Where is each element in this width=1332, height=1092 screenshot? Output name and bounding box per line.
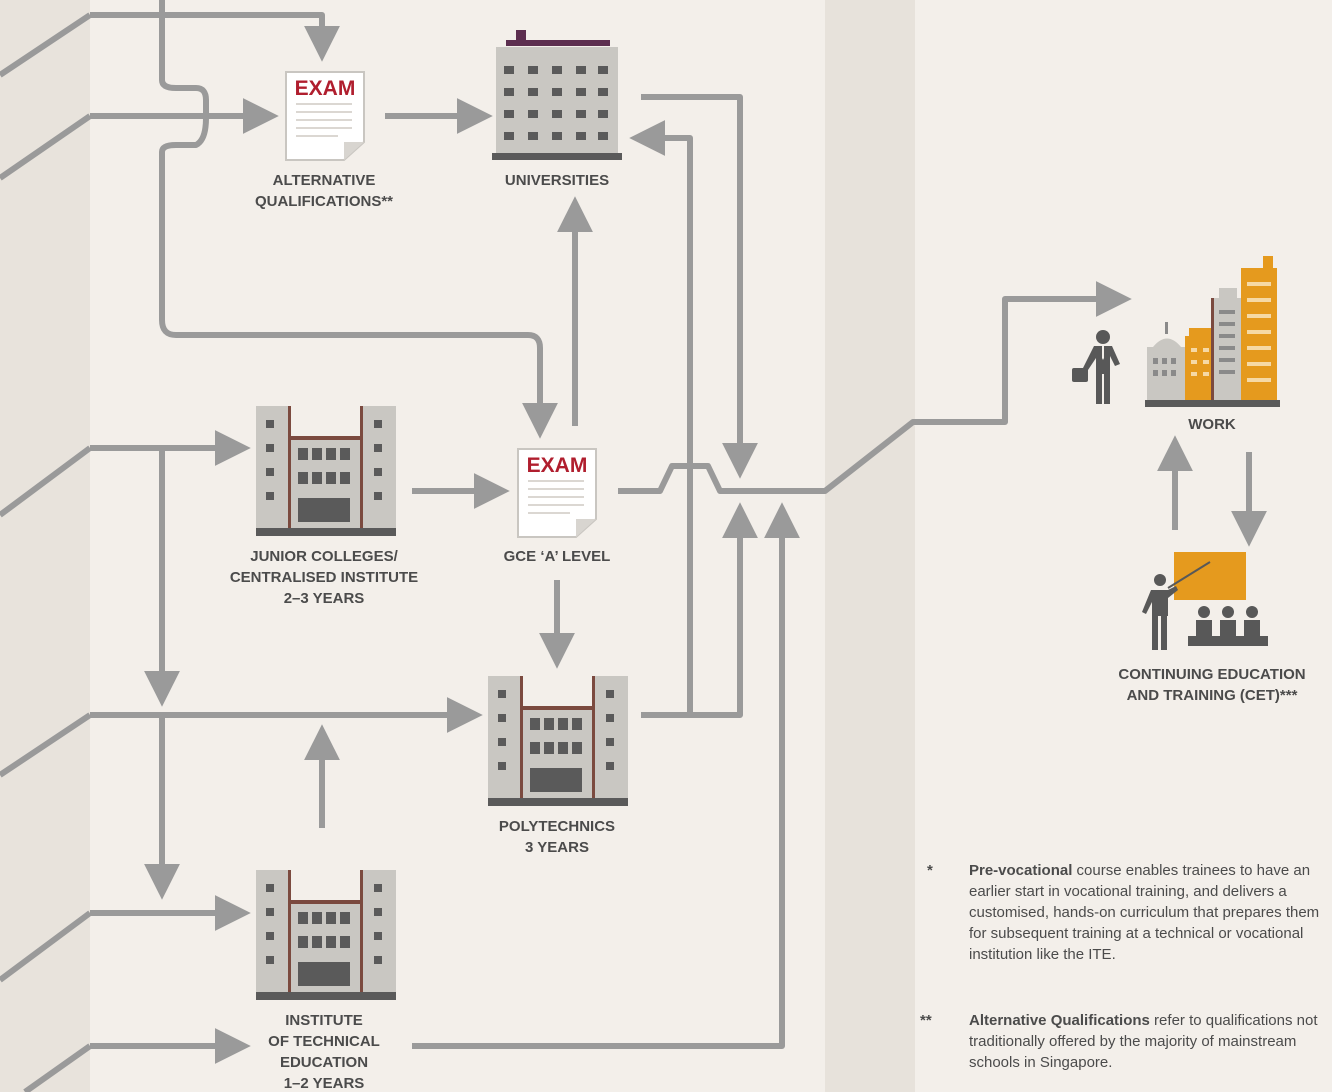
arrow-to-gce-a-level	[159, 0, 558, 439]
exam-document-icon: EXAM	[285, 71, 365, 161]
ite-label: INSTITUTE OF TECHNICAL EDUCATION 1–2 YEA…	[224, 1010, 424, 1092]
label-line: INSTITUTE	[285, 1012, 363, 1029]
incoming-line-3	[0, 445, 92, 518]
footnote-alternative-qualifications: ** Alternative Qualifications refer to q…	[915, 1010, 1325, 1073]
polytechnics-label: POLYTECHNICS 3 YEARS	[457, 816, 657, 858]
incoming-line-2	[0, 113, 92, 181]
label-line: OF TECHNICAL	[268, 1033, 380, 1050]
arrow-to-alt-qual-top	[90, 12, 340, 62]
footnote-term: Pre-vocational	[969, 862, 1073, 879]
label-line: 3 YEARS	[525, 839, 589, 856]
label-line: 2–3 YEARS	[283, 590, 365, 607]
junior-college-building-icon	[256, 406, 396, 536]
junior-colleges-label: JUNIOR COLLEGES/ CENTRALISED INSTITUTE 2…	[194, 546, 454, 609]
polytechnic-building-icon	[488, 676, 628, 806]
footnote-term: Alternative Qualifications	[969, 1012, 1150, 1029]
arrow-ite-to-work	[412, 502, 800, 1049]
alternative-qualifications-label: ALTERNATIVE QUALIFICATIONS**	[214, 170, 434, 212]
incoming-line-1	[0, 12, 92, 78]
label-line: POLYTECHNICS	[498, 818, 616, 835]
exam-word: EXAM	[295, 77, 356, 100]
footnote-pre-vocational: * Pre-vocational course enables trainees…	[915, 860, 1325, 965]
footnote-text: refer to qualifications not traditionall…	[969, 1012, 1318, 1071]
cet-label: CONTINUING EDUCATION AND TRAINING (CET)*…	[1092, 664, 1332, 706]
gce-a-level-label: GCE ‘A’ LEVEL	[503, 548, 611, 565]
arrow-polytechnics-to-universities	[629, 120, 693, 715]
incoming-line-4	[0, 712, 92, 778]
footnote-marker: **	[920, 1012, 932, 1029]
label-line: QUALIFICATIONS**	[254, 193, 394, 210]
arrow-polytechnics-to-work	[641, 502, 758, 718]
label-line: 1–2 YEARS	[283, 1075, 365, 1092]
label-line: EDUCATION	[279, 1054, 369, 1071]
arrow-universities-to-work	[641, 94, 758, 479]
exam-document-icon: EXAM	[517, 448, 597, 538]
businessman-icon	[1072, 330, 1120, 404]
exam-word: EXAM	[527, 454, 588, 477]
label-line: JUNIOR COLLEGES/	[250, 548, 398, 565]
city-skyline-icon	[1145, 256, 1280, 407]
incoming-line-5	[0, 910, 92, 983]
university-building-icon	[492, 30, 622, 160]
left-band	[0, 0, 90, 1092]
label-line: CENTRALISED INSTITUTE	[229, 569, 419, 586]
footnote-marker: *	[927, 862, 933, 879]
right-band	[825, 0, 915, 1092]
work-label: WORK	[1188, 416, 1236, 433]
label-line: CONTINUING EDUCATION	[1118, 666, 1306, 683]
footnote-text: course enables trainees to have an earli…	[969, 862, 1320, 963]
ite-building-icon	[256, 870, 396, 1000]
incoming-line-6	[23, 1043, 92, 1092]
arrow-gce-to-work	[618, 281, 1132, 494]
universities-label: UNIVERSITIES	[504, 172, 610, 189]
label-line: ALTERNATIVE	[272, 172, 376, 189]
label-line: AND TRAINING (CET)***	[1126, 687, 1298, 704]
classroom-training-icon	[1142, 552, 1268, 650]
